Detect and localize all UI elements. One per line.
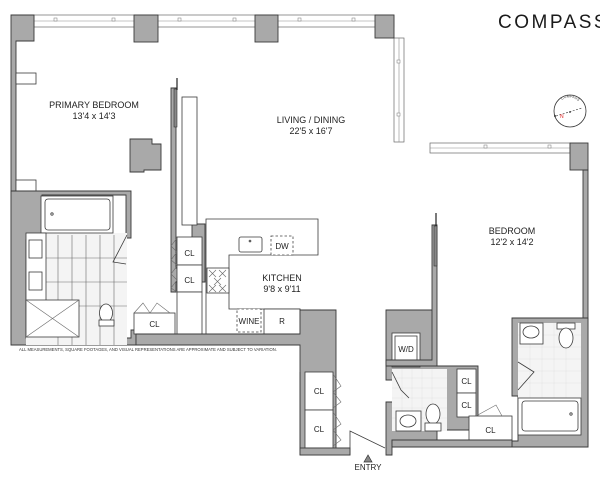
room-dims-bedroom: 12'2 x 14'2 xyxy=(491,237,534,247)
refrigerator xyxy=(263,308,301,335)
room-name-living-dining: LIVING / DINING xyxy=(277,115,346,125)
wine-fridge xyxy=(236,308,262,333)
room-dims-primary-bedroom: 13'4 x 14'3 xyxy=(73,111,116,121)
dishwasher xyxy=(270,235,294,256)
room-dims-kitchen: 9'8 x 9'11 xyxy=(263,284,300,294)
toilet xyxy=(425,403,441,425)
top-windows xyxy=(33,14,571,154)
closet-label: CL xyxy=(485,426,496,435)
kitchen: DW WINE R xyxy=(205,218,319,335)
closet xyxy=(304,409,334,449)
room-name-primary-bedroom: PRIMARY BEDROOM xyxy=(49,100,139,110)
bath-door xyxy=(112,234,128,265)
dishwasher-label: DW xyxy=(275,242,289,251)
closet-label: CL xyxy=(461,377,472,386)
closet-label: CL xyxy=(314,425,325,434)
closet xyxy=(304,371,334,411)
svg-text:COMPASS: COMPASS xyxy=(560,94,581,102)
compass-logo: COMPASS xyxy=(498,12,600,33)
alcove xyxy=(15,72,37,85)
entry-arrow-icon xyxy=(363,454,373,463)
bedroom-bath xyxy=(511,317,589,448)
toilet xyxy=(558,327,574,349)
compass-rose-icon: N COMPASS xyxy=(553,94,587,128)
closet xyxy=(456,392,477,418)
closet-label: CL xyxy=(184,276,195,285)
closet-label: CL xyxy=(149,320,160,329)
room-dims-living-dining: 22'5 x 16'7 xyxy=(290,126,333,136)
closet xyxy=(468,415,513,442)
media-built-in xyxy=(181,96,198,226)
closet xyxy=(176,264,203,293)
alcove xyxy=(15,179,37,192)
bath-door xyxy=(517,361,535,391)
entry-label: ENTRY xyxy=(355,463,383,472)
closet-label: CL xyxy=(184,249,195,258)
refrigerator-label: R xyxy=(279,317,285,326)
closet-label: CL xyxy=(314,387,325,396)
room-name-bedroom: BEDROOM xyxy=(489,226,536,236)
kitchen-sink xyxy=(238,236,263,253)
wine-label: WINE xyxy=(239,317,260,326)
laundry-bath: W/D xyxy=(385,309,479,456)
washer-dryer-label: W/D xyxy=(398,345,414,354)
room-name-kitchen: KITCHEN xyxy=(262,273,302,283)
entry-door xyxy=(349,430,386,449)
north-indicator: N xyxy=(560,114,564,120)
closet xyxy=(176,236,203,266)
toilet xyxy=(99,303,113,323)
cooktop xyxy=(206,267,230,294)
sink xyxy=(28,239,43,259)
disclaimer-text: ALL MEASUREMENTS, SQUARE FOOTAGES, AND V… xyxy=(19,347,277,352)
bath-door xyxy=(391,371,410,399)
sink xyxy=(28,271,43,291)
bedroom-partition xyxy=(385,224,438,367)
closet-label: CL xyxy=(461,401,472,410)
